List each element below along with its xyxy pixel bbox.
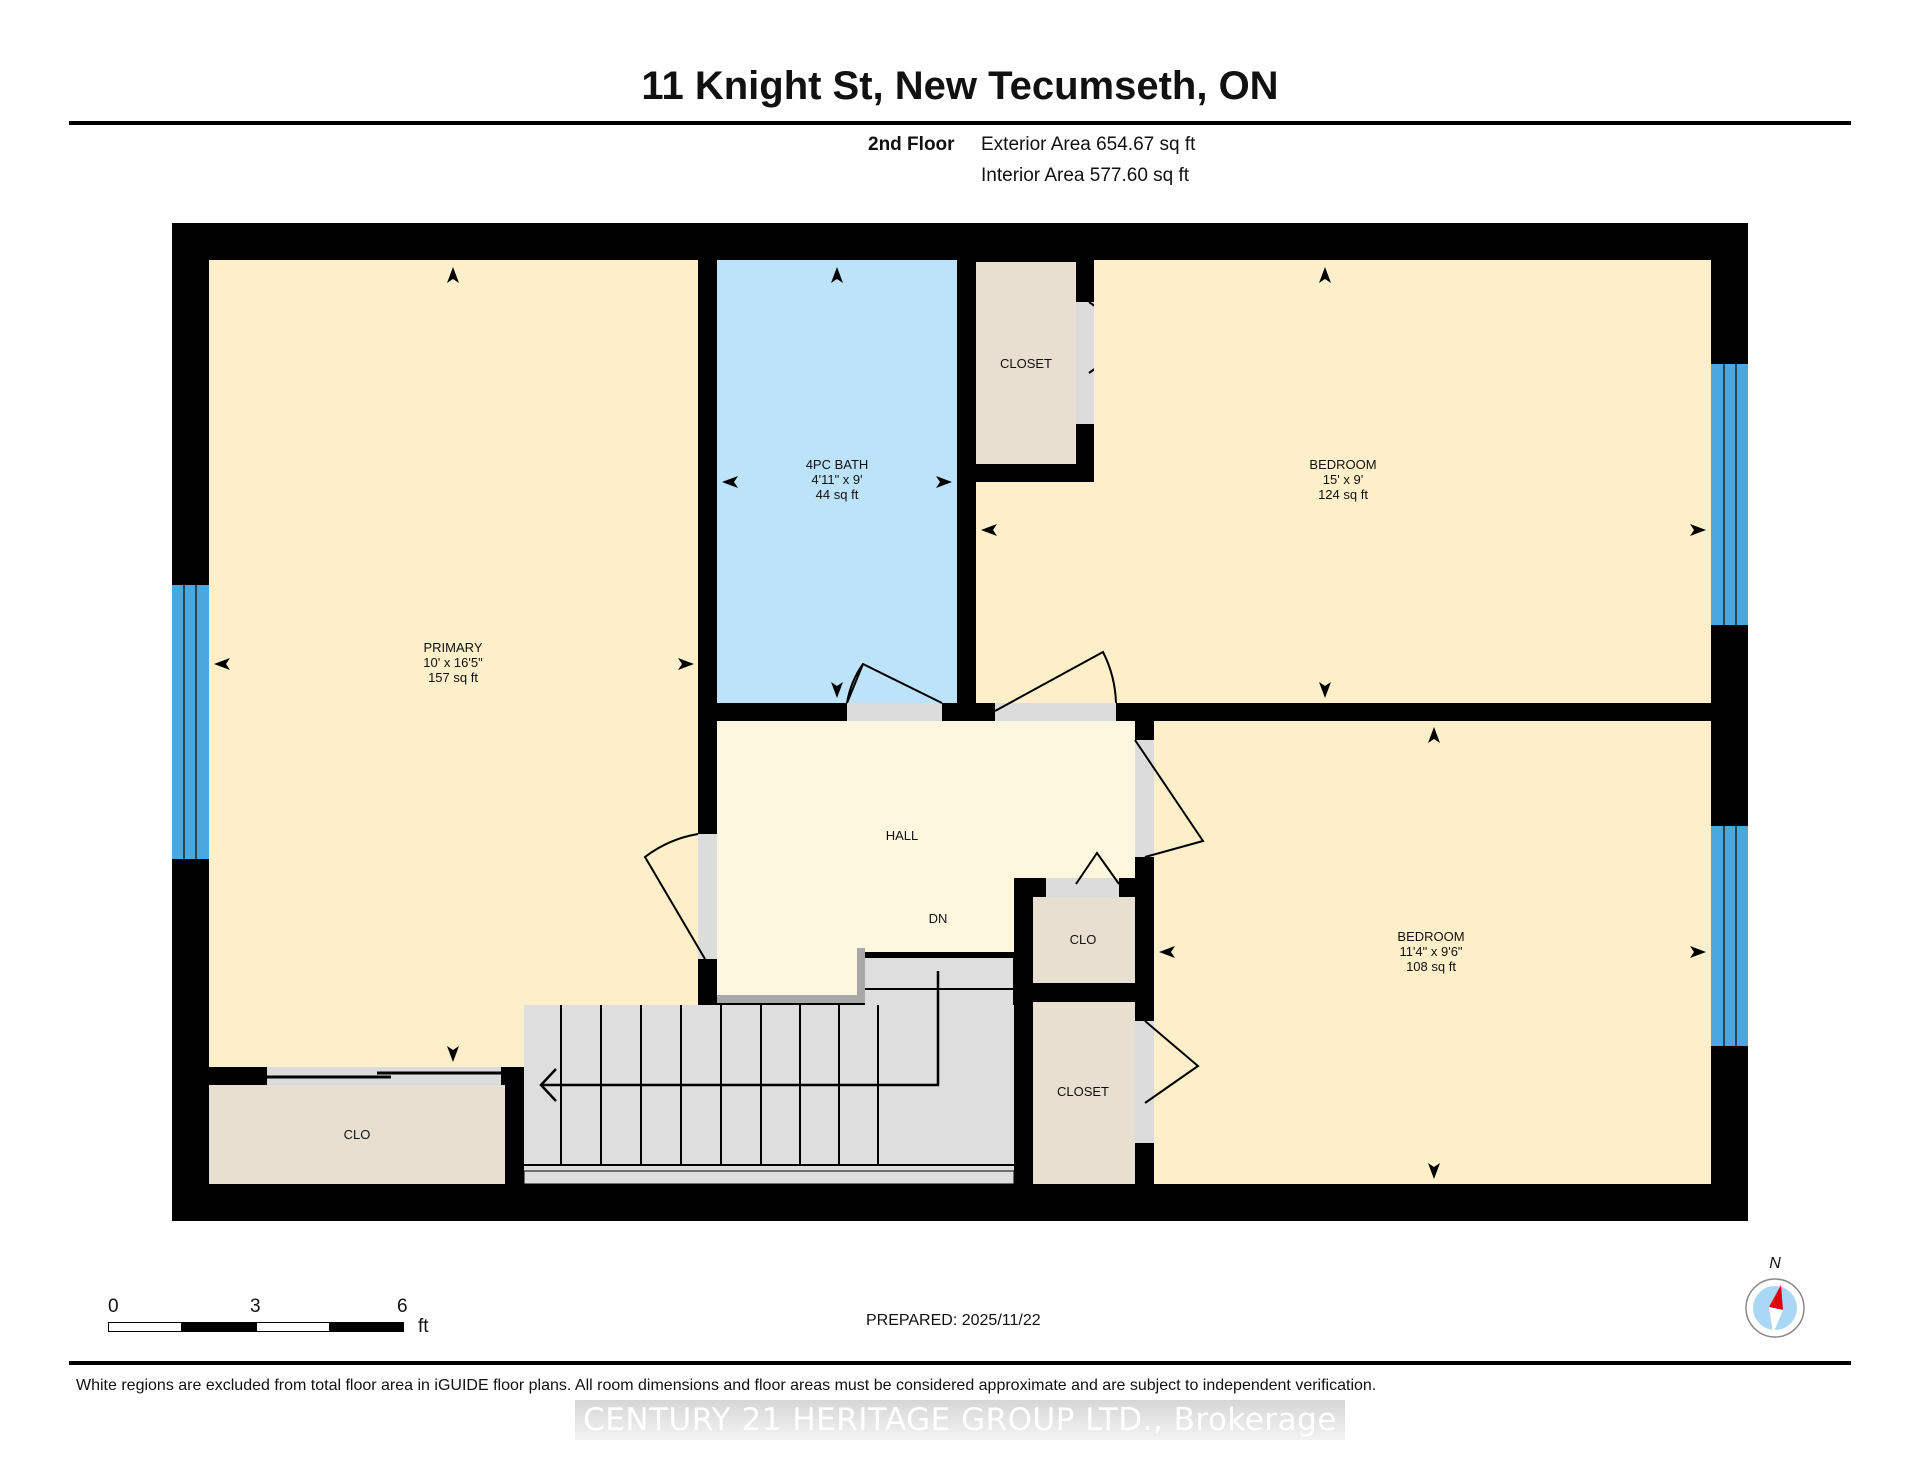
scale-unit: ft [418, 1316, 429, 1337]
window-right-top [1711, 364, 1748, 625]
label-clo-hall: CLO [1070, 932, 1097, 947]
svg-text:N: N [1769, 1255, 1781, 1272]
label-bedroom-bottom-name: BEDROOM [1397, 929, 1464, 944]
room-bath [717, 260, 957, 703]
room-hall [717, 721, 1135, 995]
label-bedroom-bottom-area: 108 sq ft [1406, 959, 1456, 974]
prepared-date: PREPARED: 2025/11/22 [866, 1312, 1041, 1329]
footer-divider [69, 1361, 1851, 1365]
label-bath-dims: 4'11" x 9' [811, 472, 862, 487]
room-primary [209, 260, 698, 1067]
label-bedroom-top-name: BEDROOM [1309, 457, 1376, 472]
room-closet-bottom [1033, 1002, 1135, 1184]
room-bedroom-top [976, 260, 1711, 703]
scale-label-6: 6 [397, 1296, 408, 1317]
clo-hall-door-opening [1046, 878, 1119, 897]
bedroom-bottom-door-opening [1135, 740, 1154, 857]
label-closet-top: CLOSET [1000, 356, 1052, 371]
label-closet-bottom: CLOSET [1057, 1084, 1109, 1099]
stairs [523, 958, 1015, 1185]
window-left [172, 585, 209, 859]
room-clo-hall [1033, 897, 1135, 983]
label-stairs-dn: DN [929, 911, 948, 926]
brokerage-watermark: CENTURY 21 HERITAGE GROUP LTD., Brokerag… [575, 1400, 1345, 1440]
label-hall: HALL [886, 828, 919, 843]
label-primary-name: PRIMARY [424, 640, 483, 655]
dimension-arrows [214, 267, 1706, 1179]
label-bath-name: 4PC BATH [806, 457, 869, 472]
label-primary-dims: 10' x 16'5" [423, 655, 483, 670]
label-bedroom-bottom-dims: 11'4" x 9'6" [1399, 944, 1462, 959]
compass: N [1735, 1255, 1815, 1350]
disclaimer: White regions are excluded from total fl… [76, 1377, 1377, 1394]
floor-name: 2nd Floor [868, 134, 955, 155]
window-right-bottom [1711, 826, 1748, 1046]
compass-icon: N [1745, 1255, 1805, 1338]
primary-door-opening [698, 834, 717, 959]
label-bath-area: 44 sq ft [816, 487, 859, 502]
label-bedroom-top-dims: 15' x 9' [1323, 472, 1363, 487]
label-clo-primary: CLO [344, 1127, 371, 1142]
room-closet-top [976, 262, 1076, 464]
header-divider [69, 121, 1851, 125]
page-title: 11 Knight St, New Tecumseth, ON [641, 64, 1279, 108]
scale-label-3: 3 [250, 1296, 261, 1317]
bath-door-opening [847, 703, 942, 721]
exterior-area: Exterior Area 654.67 sq ft [981, 134, 1196, 155]
interior-area: Interior Area 577.60 sq ft [981, 165, 1190, 186]
label-primary-area: 157 sq ft [428, 670, 478, 685]
room-bedroom-bottom [1154, 721, 1711, 1184]
bedroom-top-door-opening [995, 703, 1116, 721]
room-clo-primary [209, 1085, 505, 1184]
closet-bottom-door-opening [1135, 1021, 1154, 1143]
label-bedroom-top-area: 124 sq ft [1318, 487, 1368, 502]
closet-top-door-opening [1076, 302, 1094, 424]
scale-label-0: 0 [108, 1296, 119, 1317]
